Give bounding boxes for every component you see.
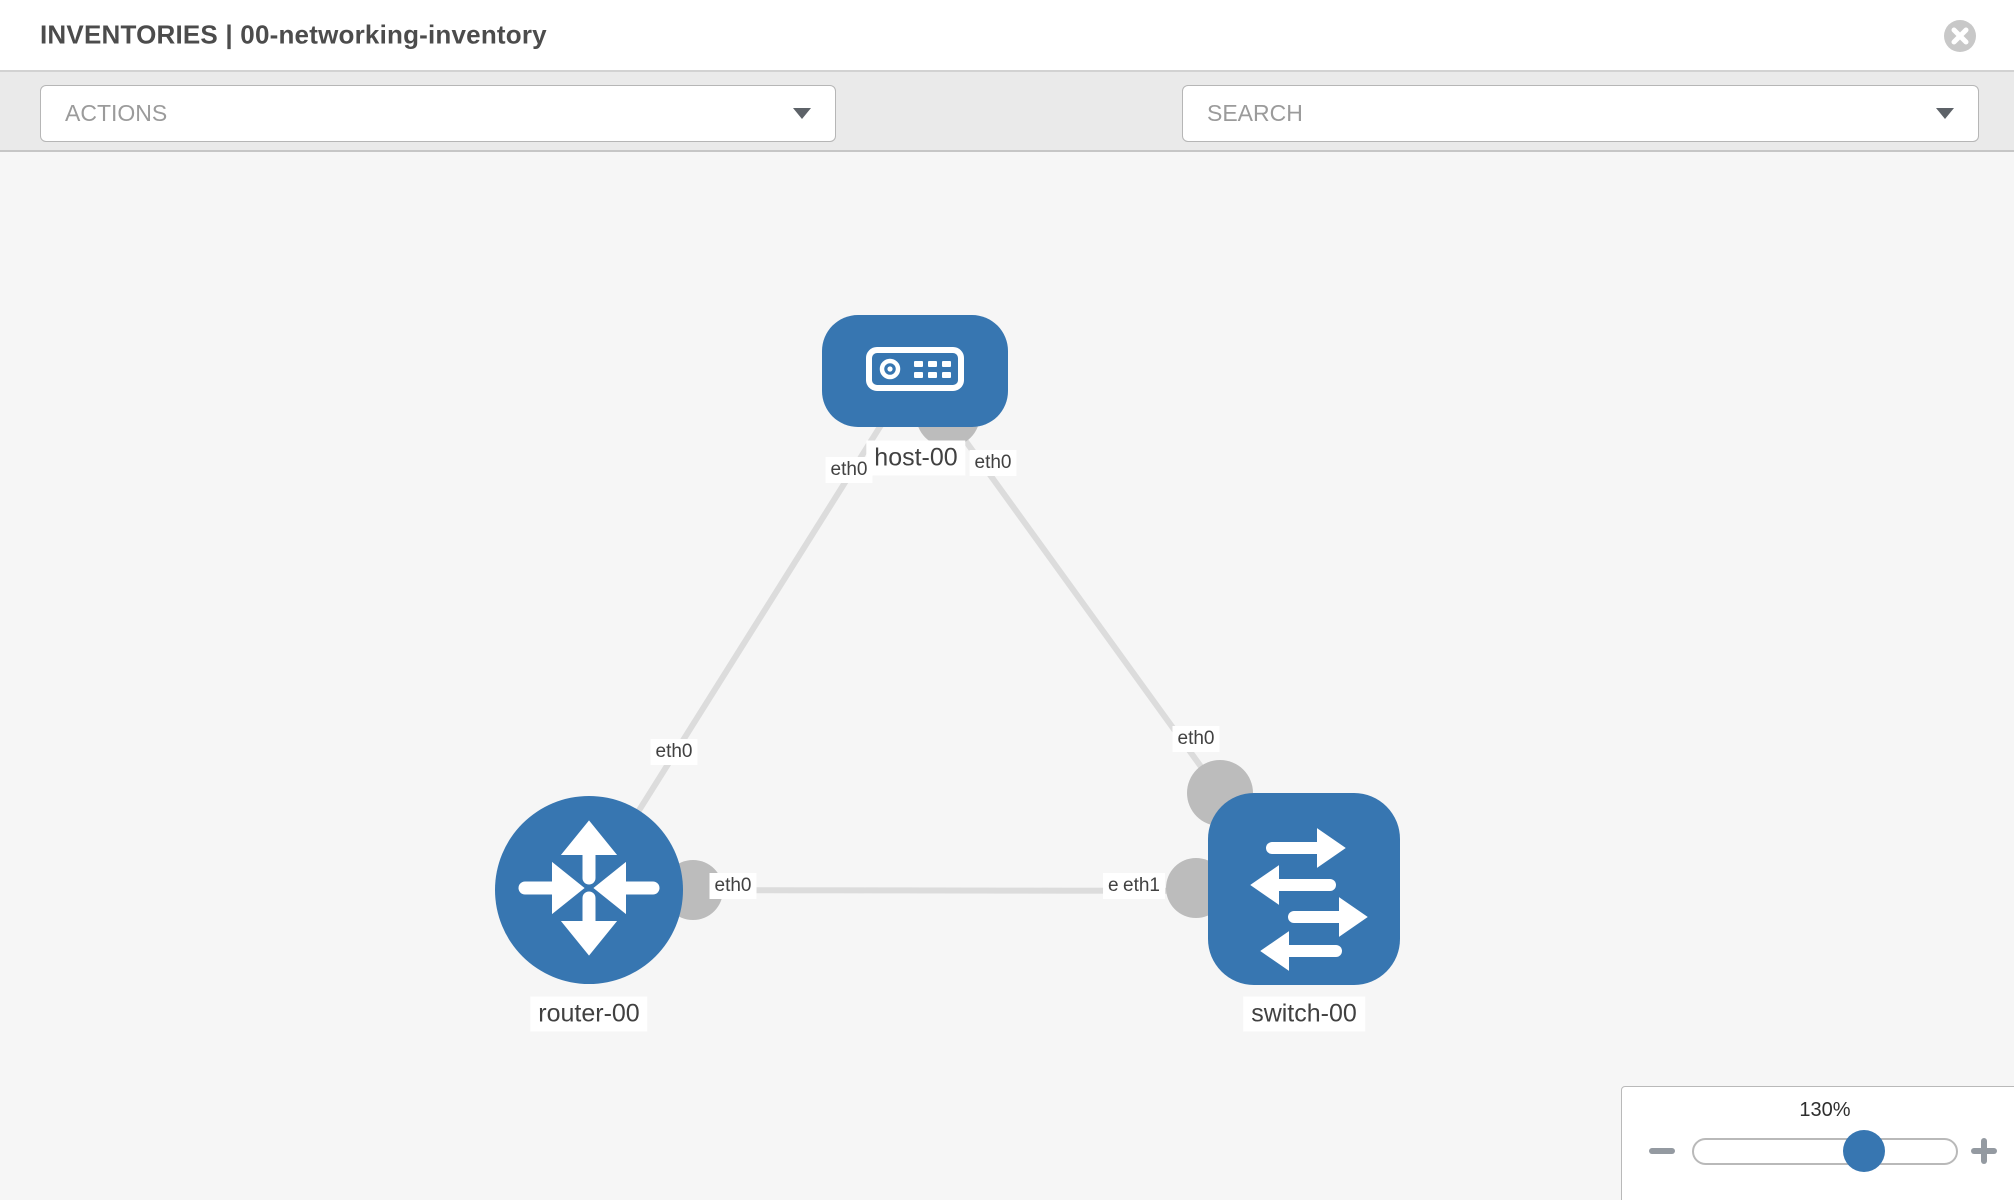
zoom-out-button[interactable]: [1644, 1133, 1680, 1169]
topology-canvas[interactable]: host-00 router-00 switch-00 eth0 eth0 et…: [0, 152, 2014, 1200]
host-icon: [865, 345, 965, 398]
router-icon: [495, 794, 683, 987]
node-router-00[interactable]: [495, 796, 683, 984]
topology-links: [586, 369, 1305, 920]
interface-label: eth1: [1118, 873, 1165, 899]
interface-label: eth0: [825, 457, 873, 483]
interface-label-overlap: eth1 eth1: [1103, 873, 1165, 899]
actions-dropdown[interactable]: ACTIONS: [40, 85, 836, 142]
switch-icon: [1208, 791, 1400, 988]
close-icon: [1942, 20, 1978, 57]
node-label-host-00: host-00: [866, 440, 966, 476]
node-label-switch-00: switch-00: [1243, 996, 1365, 1032]
minus-icon: [1644, 1148, 1680, 1172]
actions-dropdown-label: ACTIONS: [65, 100, 168, 126]
chevron-down-icon: [793, 108, 811, 119]
zoom-slider-track[interactable]: [1692, 1130, 1958, 1172]
page-title: INVENTORIES | 00-networking-inventory: [40, 19, 547, 50]
interface-label: eth0: [709, 873, 757, 899]
page-header: INVENTORIES | 00-networking-inventory: [0, 0, 2014, 72]
toolbar: ACTIONS SEARCH: [0, 72, 2014, 207]
node-host-00[interactable]: [822, 315, 1008, 427]
interface-label: eth0: [969, 450, 1017, 476]
interface-label: eth0: [650, 739, 698, 765]
zoom-control-panel: 130%: [1621, 1086, 2014, 1200]
zoom-in-button[interactable]: [1966, 1133, 2002, 1169]
zoom-slider-thumb[interactable]: [1843, 1130, 1886, 1172]
plus-icon: [1966, 1138, 2002, 1172]
node-label-router-00: router-00: [530, 996, 648, 1032]
chevron-down-icon: [1936, 108, 1954, 119]
search-dropdown-label: SEARCH: [1207, 100, 1303, 126]
zoom-percent-value: 130%: [1799, 1099, 1851, 1121]
interface-label: eth0: [1172, 726, 1220, 752]
node-switch-00[interactable]: [1208, 793, 1400, 985]
close-button[interactable]: [1942, 18, 1978, 54]
search-dropdown[interactable]: SEARCH: [1182, 85, 1979, 142]
